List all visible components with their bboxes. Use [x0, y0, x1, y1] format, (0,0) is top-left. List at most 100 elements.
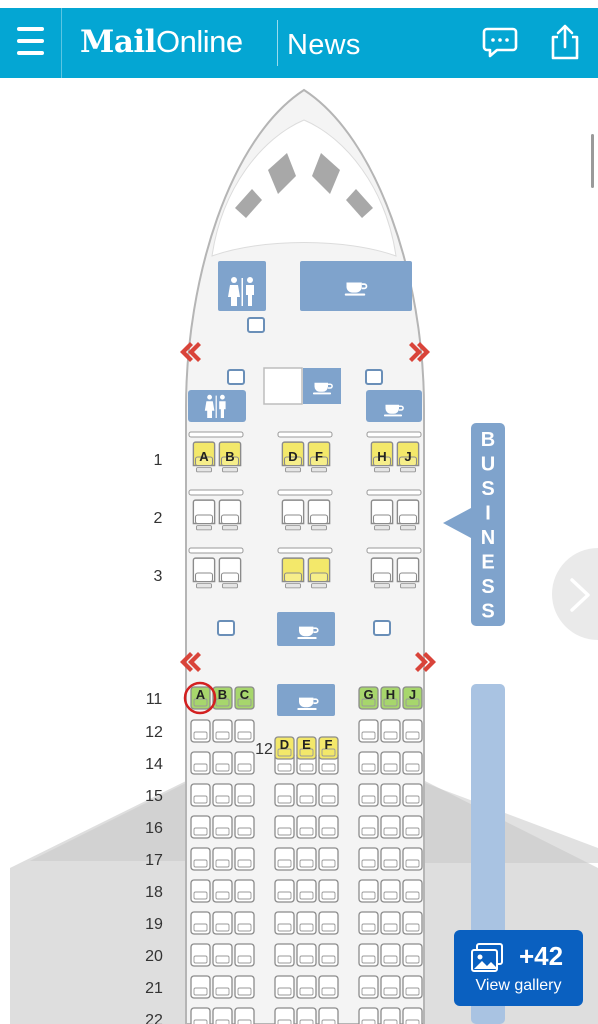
economy-seat[interactable]: [358, 975, 379, 999]
economy-seat[interactable]: [212, 975, 233, 999]
seat-11H[interactable]: H: [380, 686, 401, 710]
economy-seat[interactable]: [318, 879, 339, 903]
economy-seat[interactable]: [380, 719, 401, 743]
economy-seat[interactable]: [234, 783, 255, 807]
economy-seat[interactable]: [190, 1007, 211, 1024]
economy-seat[interactable]: [380, 975, 401, 999]
section-title[interactable]: News: [287, 29, 361, 61]
economy-seat[interactable]: [318, 1007, 339, 1024]
economy-seat[interactable]: [380, 879, 401, 903]
economy-seat[interactable]: [358, 1007, 379, 1024]
seat-11J[interactable]: J: [402, 686, 423, 710]
economy-seat[interactable]: [402, 783, 423, 807]
economy-seat[interactable]: [212, 783, 233, 807]
economy-seat[interactable]: [318, 847, 339, 871]
economy-seat[interactable]: [380, 943, 401, 967]
economy-seat[interactable]: [318, 783, 339, 807]
economy-seat[interactable]: [296, 879, 317, 903]
economy-seat[interactable]: [358, 815, 379, 839]
economy-seat[interactable]: [402, 943, 423, 967]
seat-12E[interactable]: E: [296, 736, 317, 760]
economy-seat[interactable]: [402, 975, 423, 999]
economy-seat[interactable]: [190, 719, 211, 743]
economy-seat[interactable]: [212, 847, 233, 871]
economy-seat[interactable]: [212, 751, 233, 775]
economy-seat[interactable]: [190, 815, 211, 839]
economy-seat[interactable]: [234, 911, 255, 935]
economy-seat[interactable]: [234, 879, 255, 903]
economy-seat[interactable]: [274, 879, 295, 903]
economy-seat[interactable]: [318, 943, 339, 967]
mailonline-logo[interactable]: MailOnline: [80, 24, 243, 64]
economy-seat[interactable]: [190, 847, 211, 871]
economy-seat[interactable]: [274, 815, 295, 839]
economy-seat[interactable]: [402, 879, 423, 903]
economy-seat[interactable]: [296, 815, 317, 839]
economy-seat[interactable]: [234, 1007, 255, 1024]
economy-seat[interactable]: [402, 847, 423, 871]
economy-seat[interactable]: [296, 943, 317, 967]
hamburger-menu-button[interactable]: [0, 8, 62, 78]
economy-seat[interactable]: [234, 847, 255, 871]
economy-seat[interactable]: [212, 911, 233, 935]
economy-seat[interactable]: [358, 719, 379, 743]
economy-seat[interactable]: [190, 783, 211, 807]
economy-seat[interactable]: [190, 879, 211, 903]
economy-seat[interactable]: [234, 751, 255, 775]
economy-seat[interactable]: [274, 783, 295, 807]
economy-seat[interactable]: [402, 719, 423, 743]
seat-12F[interactable]: F: [318, 736, 339, 760]
economy-seat[interactable]: [358, 751, 379, 775]
economy-seat[interactable]: [296, 1007, 317, 1024]
economy-seat[interactable]: [380, 815, 401, 839]
economy-seat[interactable]: [190, 943, 211, 967]
economy-seat[interactable]: [212, 879, 233, 903]
economy-seat[interactable]: [380, 1007, 401, 1024]
economy-seat[interactable]: [212, 719, 233, 743]
economy-seat[interactable]: [402, 751, 423, 775]
page-scrollbar[interactable]: [591, 134, 594, 188]
economy-seat[interactable]: [296, 847, 317, 871]
economy-seat[interactable]: [402, 815, 423, 839]
economy-seat[interactable]: [274, 943, 295, 967]
economy-seat[interactable]: [190, 975, 211, 999]
economy-seat[interactable]: [358, 783, 379, 807]
economy-seat[interactable]: [212, 1007, 233, 1024]
seat-12D[interactable]: D: [274, 736, 295, 760]
economy-seat[interactable]: [358, 943, 379, 967]
economy-seat[interactable]: [274, 975, 295, 999]
economy-seat[interactable]: [402, 911, 423, 935]
economy-seat[interactable]: [402, 1007, 423, 1024]
view-gallery-button[interactable]: +42 View gallery: [454, 930, 583, 1006]
share-icon[interactable]: [545, 22, 585, 62]
economy-seat[interactable]: [274, 1007, 295, 1024]
economy-seat[interactable]: [296, 975, 317, 999]
economy-seat[interactable]: [318, 815, 339, 839]
economy-seat[interactable]: [358, 911, 379, 935]
economy-seat[interactable]: [234, 815, 255, 839]
economy-seat[interactable]: [274, 911, 295, 935]
economy-seat[interactable]: [318, 975, 339, 999]
economy-seat[interactable]: [234, 975, 255, 999]
economy-seat[interactable]: [380, 751, 401, 775]
economy-seat[interactable]: [296, 911, 317, 935]
economy-seat[interactable]: [212, 815, 233, 839]
economy-seat[interactable]: [358, 879, 379, 903]
economy-seat[interactable]: [234, 719, 255, 743]
economy-seat[interactable]: [212, 943, 233, 967]
economy-seat[interactable]: [296, 783, 317, 807]
economy-seat[interactable]: [380, 911, 401, 935]
seat-11B[interactable]: B: [212, 686, 233, 710]
seat-11A[interactable]: A: [190, 686, 211, 710]
economy-seat[interactable]: [274, 847, 295, 871]
seat-11G[interactable]: G: [358, 686, 379, 710]
seat-11C[interactable]: C: [234, 686, 255, 710]
economy-seat[interactable]: [358, 847, 379, 871]
economy-seat[interactable]: [190, 751, 211, 775]
economy-seat[interactable]: [380, 783, 401, 807]
economy-seat[interactable]: [190, 911, 211, 935]
comment-icon[interactable]: [480, 22, 520, 62]
economy-seat[interactable]: [234, 943, 255, 967]
economy-seat[interactable]: [380, 847, 401, 871]
economy-seat[interactable]: [318, 911, 339, 935]
